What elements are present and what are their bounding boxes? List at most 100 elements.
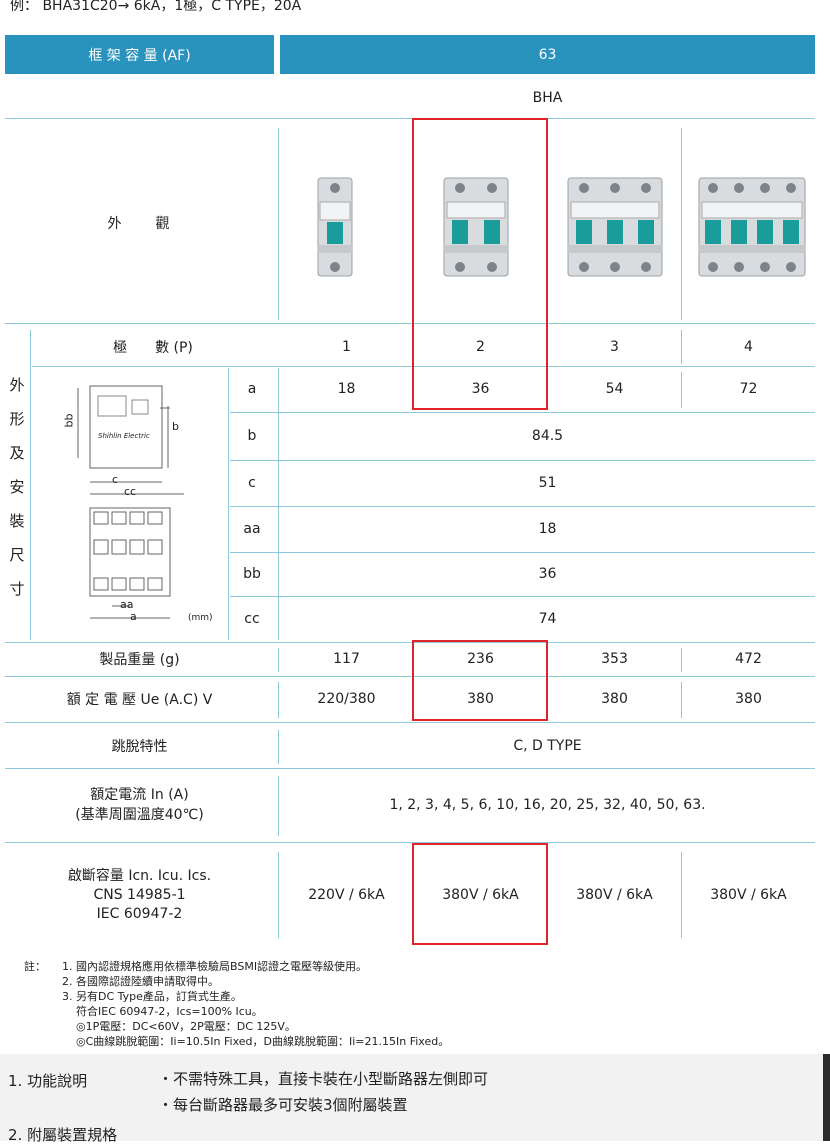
dim-cc-value: 74 bbox=[538, 611, 557, 627]
diagram-unit: (mm) bbox=[188, 613, 213, 623]
divider bbox=[5, 642, 815, 643]
diagram-label-a: a bbox=[130, 610, 137, 623]
breaking-4p: 380V / 6kA bbox=[710, 887, 787, 903]
breaker-1p-image bbox=[317, 177, 353, 277]
divider bbox=[5, 722, 815, 723]
divider bbox=[5, 842, 815, 843]
dim-key-aa: aa bbox=[243, 521, 261, 537]
poles-1: 1 bbox=[342, 339, 351, 355]
voltage-1p: 220/380 bbox=[317, 691, 376, 707]
diagram-brand: Shihlin Electric bbox=[98, 432, 150, 440]
series-name: BHA bbox=[532, 90, 563, 106]
dim-a-2p: 36 bbox=[471, 381, 490, 397]
divider bbox=[230, 460, 815, 461]
divider bbox=[681, 330, 682, 364]
note-line-6: ◎C曲線跳脫範圍：Ii=10.5In Fixed，D曲線跳脫範圍：Ii=21.1… bbox=[76, 1035, 450, 1048]
breaking-3p: 380V / 6kA bbox=[576, 887, 653, 903]
frame-capacity-header: 框 架 容 量 (AF) bbox=[5, 35, 274, 74]
breaking-2p: 380V / 6kA bbox=[442, 887, 519, 903]
dim-b-value: 84.5 bbox=[531, 428, 564, 444]
footer-section bbox=[0, 1054, 830, 1141]
footer-bullet-2: ・每台斷路器最多可安裝3個附屬裝置 bbox=[158, 1096, 408, 1114]
voltage-3p: 380 bbox=[601, 691, 628, 707]
note-line-2: 2. 各國際認證陸續申請取得中。 bbox=[62, 975, 219, 988]
divider bbox=[278, 852, 279, 938]
highlight-2p-weight-voltage bbox=[412, 640, 548, 721]
weight-2p: 236 bbox=[467, 651, 494, 667]
breaking-label-line2: CNS 14985-1 bbox=[93, 886, 186, 903]
dim-key-c: c bbox=[248, 475, 256, 491]
side-char: 裝 bbox=[9, 512, 25, 530]
poles-2: 2 bbox=[476, 339, 485, 355]
breaker-4p-image bbox=[698, 177, 806, 277]
divider bbox=[278, 730, 279, 764]
divider bbox=[230, 552, 815, 553]
divider bbox=[681, 852, 682, 938]
divider bbox=[230, 506, 815, 507]
notes-prefix: 註： bbox=[24, 960, 46, 973]
voltage-2p: 380 bbox=[467, 691, 494, 707]
note-line-4: 符合IEC 60947-2，Ics=100% Icu。 bbox=[76, 1005, 263, 1018]
divider bbox=[5, 676, 815, 677]
trip-value: C, D TYPE bbox=[513, 738, 582, 754]
page-edge-bar bbox=[823, 1054, 830, 1141]
trip-label: 跳脫特性 bbox=[111, 739, 168, 755]
breaker-3p-image bbox=[567, 177, 663, 277]
voltage-4p: 380 bbox=[735, 691, 762, 707]
divider bbox=[681, 372, 682, 408]
divider bbox=[30, 330, 31, 640]
appearance-label: 外 觀 bbox=[107, 215, 172, 232]
current-label-line1: 額定電流 In (A) bbox=[90, 787, 189, 803]
side-char: 形 bbox=[9, 410, 25, 428]
dim-a-1p: 18 bbox=[337, 381, 356, 397]
divider bbox=[278, 368, 279, 640]
dimension-diagram bbox=[77, 385, 184, 619]
diagram-label-aa: aa bbox=[120, 598, 134, 611]
weight-1p: 117 bbox=[333, 651, 360, 667]
highlight-2p-breaking bbox=[412, 843, 548, 945]
note-line-1: 1. 國內認證規格應用依標準檢驗局BSMI認證之電壓等級使用。 bbox=[62, 960, 368, 973]
divider bbox=[278, 128, 279, 320]
note-line-5: ◎1P電壓：DC<60V，2P電壓：DC 125V。 bbox=[76, 1020, 296, 1033]
frame-capacity-value: 63 bbox=[280, 35, 815, 74]
breaking-1p: 220V / 6kA bbox=[308, 887, 385, 903]
divider bbox=[5, 323, 815, 324]
breaking-label-line1: 啟斷容量 Icn. Icu. Ics. bbox=[67, 867, 212, 884]
weight-4p: 472 bbox=[735, 651, 762, 667]
divider bbox=[681, 682, 682, 718]
note-line-3: 3. 另有DC Type產品，訂貨式生產。 bbox=[62, 990, 242, 1003]
weight-label: 製品重量 (g) bbox=[99, 652, 180, 668]
dim-a-3p: 54 bbox=[605, 381, 624, 397]
dim-key-b: b bbox=[247, 428, 257, 444]
dim-key-bb: bb bbox=[243, 566, 261, 582]
dim-c-value: 51 bbox=[538, 475, 557, 491]
divider bbox=[278, 776, 279, 836]
divider bbox=[5, 118, 815, 119]
dim-key-a: a bbox=[247, 381, 257, 397]
divider bbox=[32, 366, 815, 367]
example-line: 例： BHA31C20→ 6kA，1極，C TYPE，20A bbox=[10, 0, 302, 14]
diagram-label-b: b bbox=[172, 420, 179, 433]
divider bbox=[278, 682, 279, 718]
dims-side-label: 外 形 及 安 裝 尺 寸 bbox=[5, 368, 29, 606]
footer-bullet-1: ・不需特殊工具，直接卡裝在小型斷路器左側即可 bbox=[158, 1070, 489, 1088]
diagram-label-cc: cc bbox=[124, 485, 137, 498]
divider bbox=[681, 648, 682, 672]
divider bbox=[278, 648, 279, 672]
poles-label: 極 數 (P) bbox=[113, 340, 193, 356]
footer-section-2-title: 2. 附屬裝置規格 bbox=[8, 1126, 118, 1144]
side-char: 寸 bbox=[9, 580, 25, 598]
weight-3p: 353 bbox=[601, 651, 628, 667]
dim-a-4p: 72 bbox=[739, 381, 758, 397]
breaker-2p-image bbox=[443, 177, 509, 277]
dim-aa-value: 18 bbox=[538, 521, 557, 537]
diagram-label-c: c bbox=[112, 473, 119, 486]
side-char: 尺 bbox=[9, 546, 25, 564]
divider bbox=[230, 596, 815, 597]
breaking-label-line3: IEC 60947-2 bbox=[96, 905, 183, 922]
dim-bb-value: 36 bbox=[538, 566, 557, 582]
current-label-line2: (基準周圍溫度40℃) bbox=[75, 807, 204, 823]
side-char: 外 bbox=[9, 376, 25, 394]
current-label: 額定電流 In (A) (基準周圍溫度40℃) bbox=[5, 772, 274, 838]
diagram-label-bb: bb bbox=[62, 413, 76, 428]
